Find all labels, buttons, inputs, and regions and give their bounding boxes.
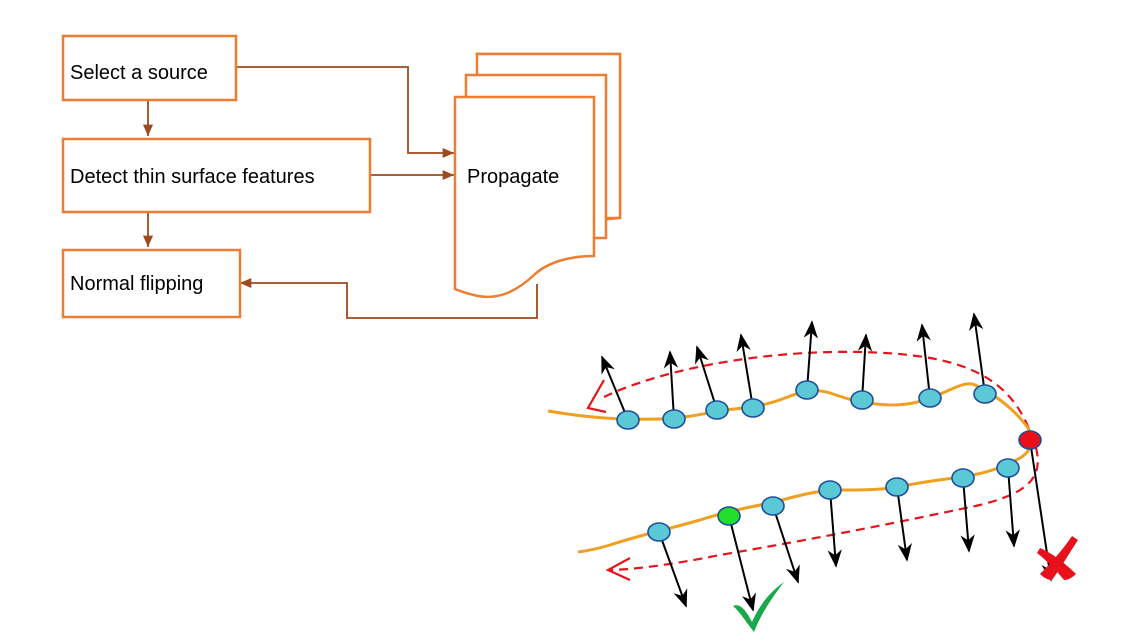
box-select-source-frame [61, 34, 238, 102]
normal-arrow [803, 320, 818, 391]
surface-point-source [717, 506, 741, 526]
propagate-label: Propagate [467, 166, 559, 188]
arrow-propagate-to-flip [240, 277, 538, 319]
lower-normals [658, 439, 1056, 612]
normal-arrow [827, 489, 842, 568]
normal-arrow [896, 486, 912, 562]
surface-point [850, 390, 874, 410]
propagation-path [603, 350, 1039, 572]
surface-point [761, 496, 785, 516]
box-normal-flipping-frame [61, 248, 242, 319]
upper-normals [601, 312, 986, 421]
flowchart: Select a source Detect thin surface feat… [61, 34, 622, 319]
check-icon [733, 582, 784, 632]
surface-point [647, 522, 671, 542]
normal-arrow [601, 355, 629, 421]
normal-arrow [969, 312, 986, 395]
box-select-source: Select a source [61, 34, 238, 102]
box-normal-flipping: Normal flipping [61, 248, 242, 319]
surface-point [616, 410, 640, 430]
normal-arrow [857, 333, 873, 401]
surface-point [741, 398, 765, 418]
normal-arrow [960, 477, 975, 553]
document-page-front [453, 95, 596, 299]
box-select-source-label: Select a source [70, 62, 208, 84]
surface-point [818, 480, 842, 500]
document-stack-icon: Propagate [453, 52, 622, 299]
surface-point [996, 458, 1020, 478]
normal-arrow [663, 350, 679, 420]
normal-arrow [728, 515, 756, 612]
normal-arrow [736, 333, 754, 409]
normal-arrow [772, 505, 800, 584]
surface-point [951, 468, 975, 488]
cross-icon [1037, 536, 1078, 580]
flow-connectors [142, 66, 538, 319]
box-detect-thin: Detect thin surface features [61, 137, 372, 214]
surface-points [616, 380, 1042, 542]
normal-arrow [658, 531, 688, 608]
propagation-arrowhead-top [586, 379, 607, 414]
normal-arrow [916, 323, 931, 399]
surface-curve [547, 382, 1033, 554]
surface-point [973, 384, 997, 404]
normal-arrow [1005, 467, 1020, 548]
surface-point [705, 400, 729, 420]
normal-arrow [695, 345, 718, 411]
surface-point [662, 409, 686, 429]
surface-point [795, 380, 819, 400]
box-detect-thin-frame [61, 137, 372, 214]
propagation-arrowhead-bottom [605, 557, 631, 582]
surface-point-flipped [1018, 430, 1042, 450]
box-detect-thin-label: Detect thin surface features [70, 166, 315, 188]
box-normal-flipping-label: Normal flipping [70, 273, 203, 295]
surface-point [885, 477, 909, 497]
arrow-select-to-propagate [236, 66, 454, 159]
surface-illustration [547, 312, 1078, 632]
surface-point [918, 388, 942, 408]
